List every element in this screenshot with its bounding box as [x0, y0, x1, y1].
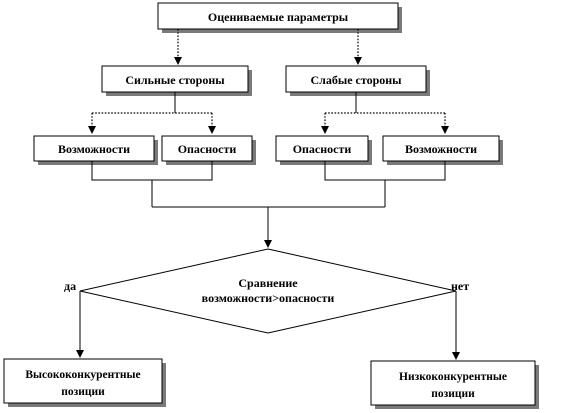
weaknesses-threats-label: Опасности — [293, 142, 352, 156]
strengths-box: Сильные стороны — [101, 65, 252, 96]
strengths-opportunities-label: Возможности — [58, 142, 130, 156]
branch-yes-arrow — [76, 291, 84, 358]
low-competitive-line1: Низкоконкурентные — [399, 371, 507, 383]
weaknesses-label: Слабые стороны — [310, 73, 402, 87]
decision-diamond: Сравнение возможности>опасности — [79, 248, 457, 334]
weaknesses-opportunities-label: Возможности — [405, 142, 477, 156]
low-competitive-line2: позиции — [431, 388, 475, 400]
decision-line2: возможности>опасности — [202, 291, 335, 305]
low-competitive-box: Низкоконкурентные позиции — [370, 360, 539, 409]
high-competitive-line1: Высококонкурентные — [25, 369, 140, 381]
strengths-label: Сильные стороны — [125, 73, 225, 87]
weaknesses-split-connector — [321, 92, 449, 134]
decision-line1: Сравнение — [238, 276, 298, 290]
evaluated-params-label: Оцениваемые параметры — [208, 10, 349, 24]
high-competitive-box: Высококонкурентные позиции — [3, 358, 166, 407]
weaknesses-box: Слабые стороны — [285, 65, 430, 96]
branch-yes-label: да — [64, 279, 76, 293]
branch-no-arrow — [452, 291, 460, 360]
strengths-threats-box: Опасности — [161, 135, 256, 165]
strengths-threats-label: Опасности — [178, 142, 237, 156]
split-connector-top — [174, 29, 362, 65]
weaknesses-opportunities-box: Возможности — [382, 135, 503, 165]
strengths-opportunities-box: Возможности — [33, 135, 158, 165]
weaknesses-threats-box: Опасности — [275, 135, 372, 165]
high-competitive-line2: позиции — [61, 386, 105, 398]
merge-connector — [91, 161, 446, 248]
branch-no-label: нет — [451, 279, 469, 293]
evaluated-params-box: Оцениваемые параметры — [157, 2, 402, 33]
strengths-split-connector — [88, 92, 216, 134]
